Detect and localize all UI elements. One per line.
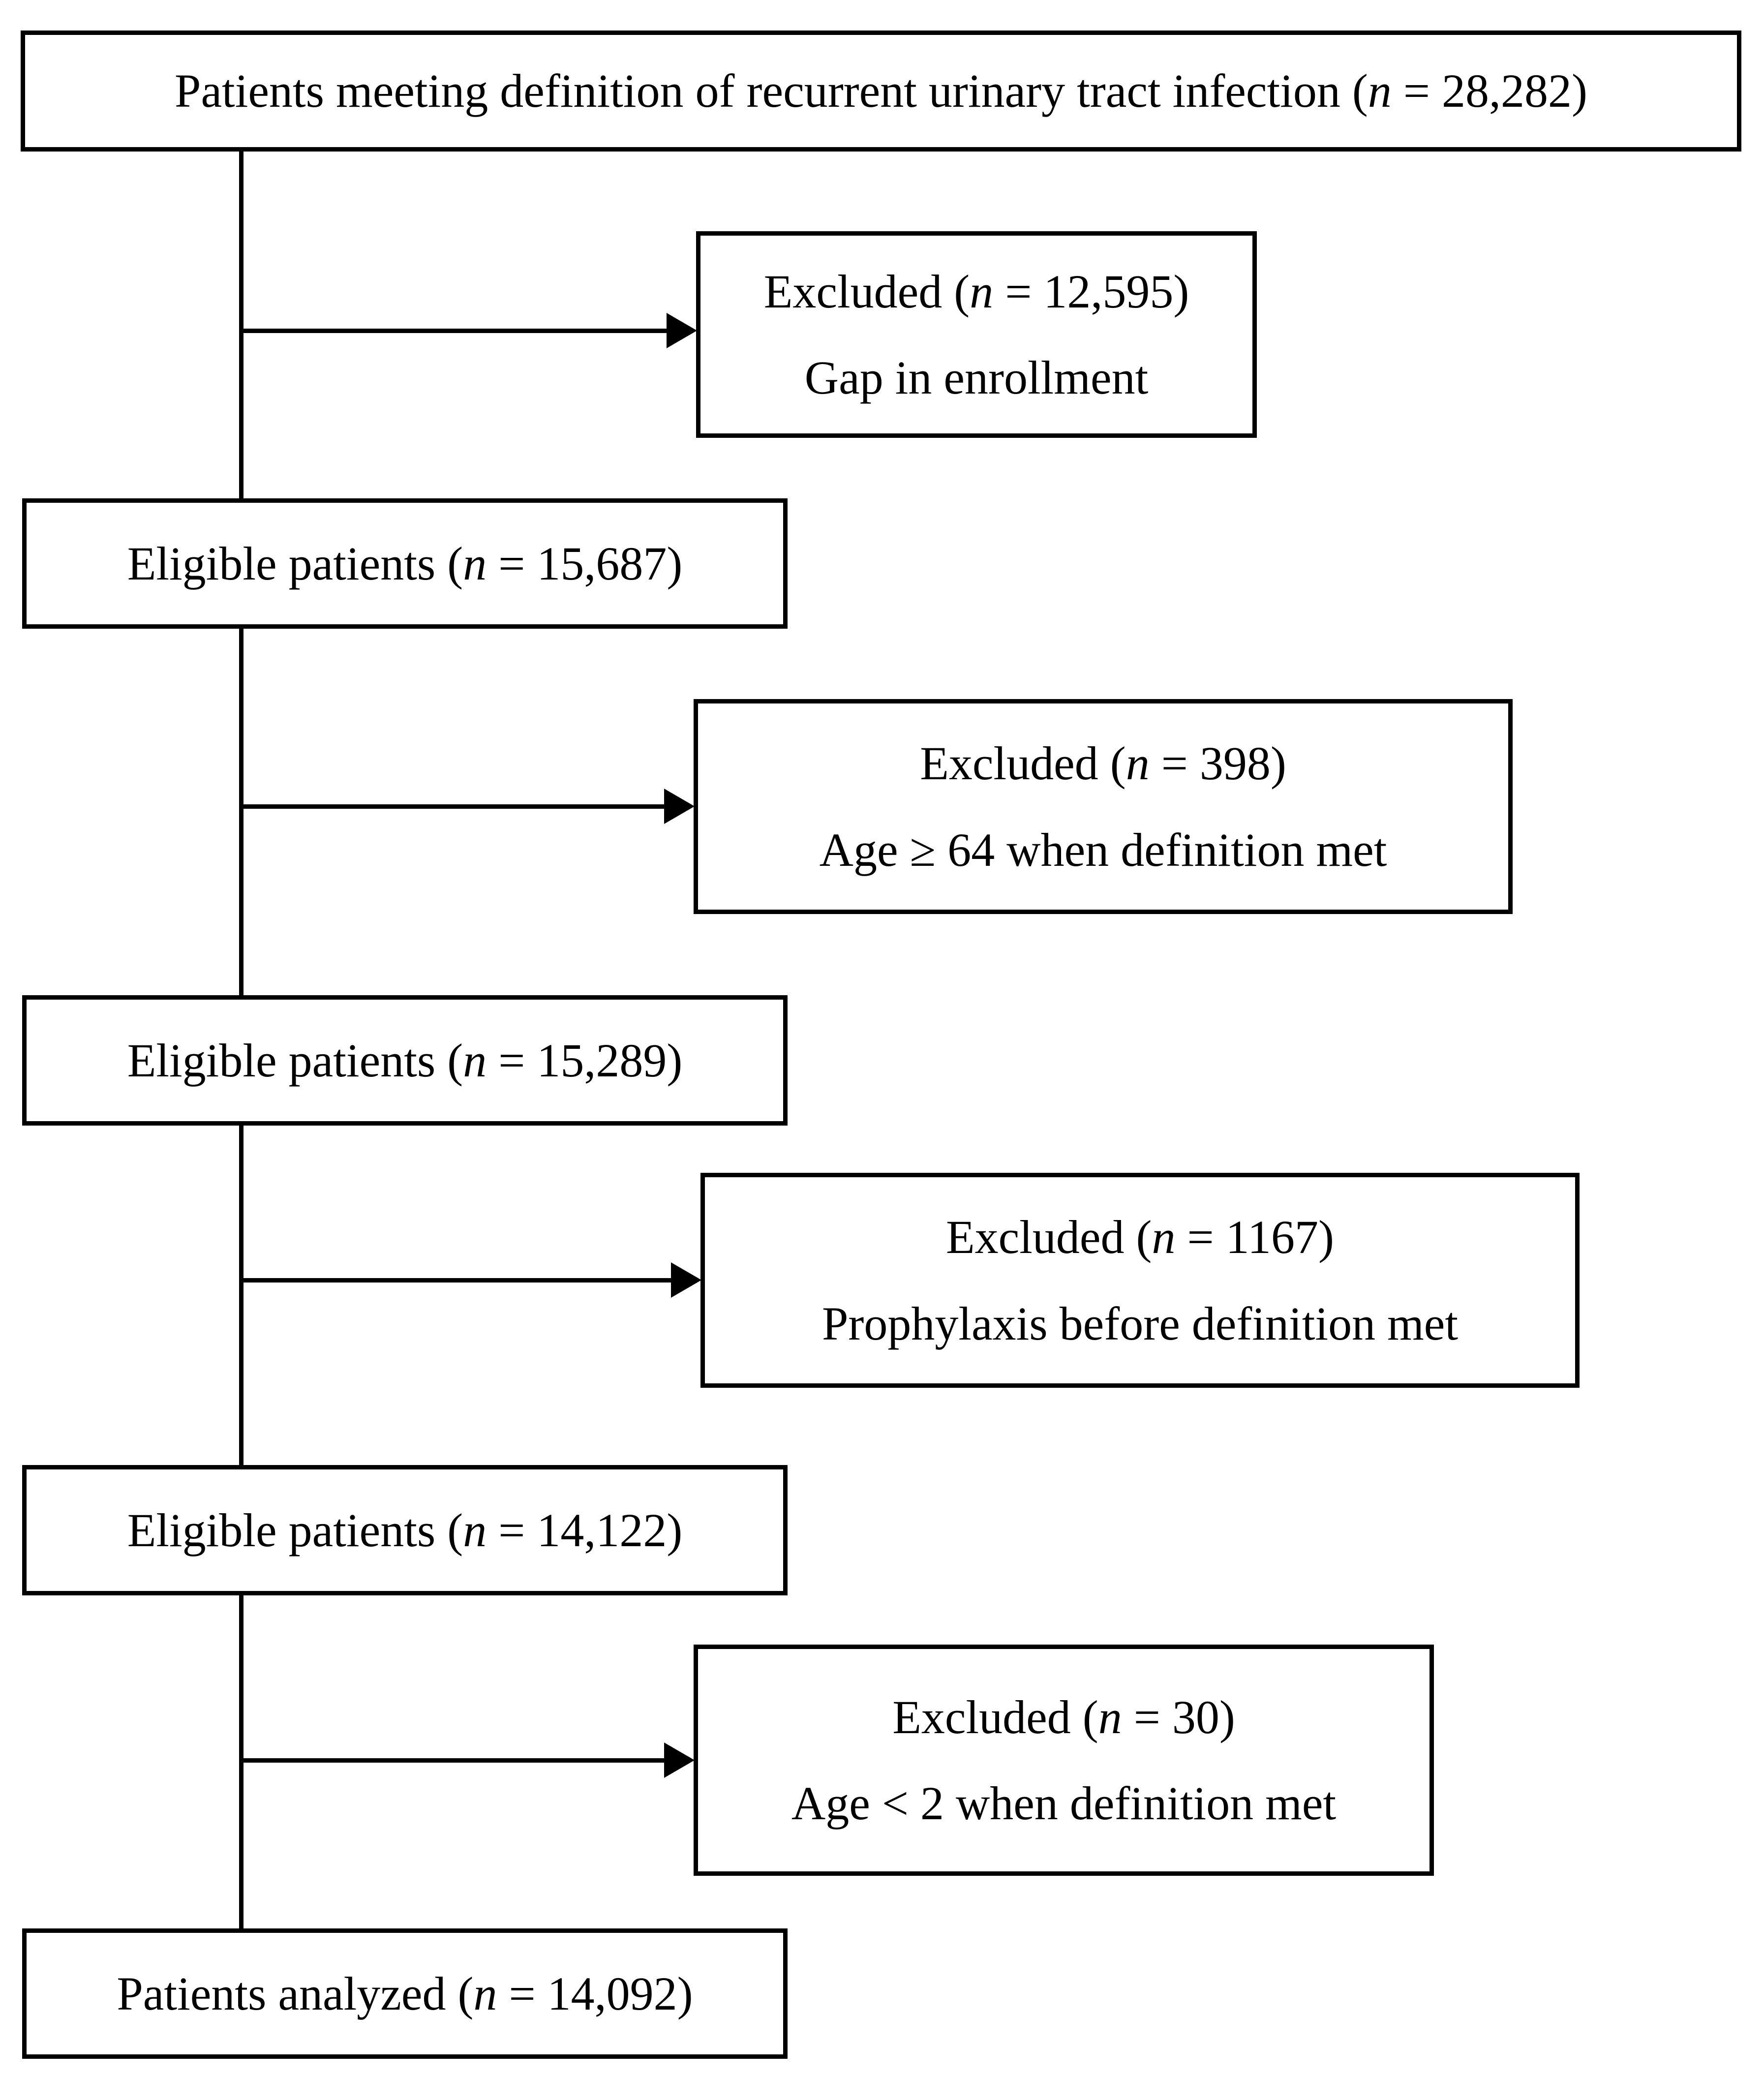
box-excluded-age-ge-64: Excluded (n = 398) Age ≥ 64 when definit… — [694, 699, 1513, 914]
arrow-3-right-arrowhead-icon — [671, 1262, 701, 1298]
arrow-4-line — [241, 1758, 664, 1763]
box-excluded-age-lt-2: Excluded (n = 30) Age < 2 when definitio… — [694, 1645, 1434, 1876]
eligible-count-text: Eligible patients (n = 14,122) — [127, 1501, 683, 1559]
excluded-count-text: Excluded (n = 12,595) — [764, 263, 1189, 320]
text-after-n: = 398) — [1149, 737, 1286, 790]
arrow-2-right-arrowhead-icon — [664, 789, 695, 824]
box-eligible-patients-14122: Eligible patients (n = 14,122) — [22, 1465, 788, 1595]
n-italic: n — [463, 537, 487, 590]
box-patients-analyzed: Patients analyzed (n = 14,092) — [22, 1928, 788, 2059]
box-excluded-gap-in-enrollment: Excluded (n = 12,595) Gap in enrollment — [696, 231, 1257, 438]
excluded-reason-text: Age < 2 when definition met — [791, 1777, 1337, 1830]
box-eligible-patients-15687: Eligible patients (n = 15,687) — [22, 498, 788, 629]
text-after-n: = 30) — [1122, 1690, 1235, 1743]
text-after-n: = 14,122) — [487, 1503, 683, 1557]
n-italic: n — [1125, 737, 1150, 790]
initial-cohort-text: Patients meeting definition of recurrent… — [175, 62, 1587, 120]
text-after-n: = 15,289) — [487, 1034, 683, 1087]
text-before-n: Excluded ( — [920, 737, 1126, 790]
n-italic: n — [463, 1034, 487, 1087]
n-italic: n — [1368, 64, 1392, 118]
eligible-count-text: Eligible patients (n = 15,289) — [127, 1032, 683, 1089]
text-before-n: Eligible patients ( — [127, 1503, 463, 1557]
n-italic: n — [1098, 1690, 1122, 1743]
excluded-count-text: Excluded (n = 1167) — [946, 1208, 1334, 1266]
arrow-1-right-arrowhead-icon — [667, 313, 697, 348]
arrow-3-line — [241, 1278, 672, 1283]
n-italic: n — [463, 1503, 487, 1557]
text-before-n: Eligible patients ( — [127, 537, 463, 590]
text-before-n: Excluded ( — [945, 1211, 1152, 1264]
text-after-n: = 14,092) — [497, 1967, 693, 2020]
excluded-reason-text: Gap in enrollment — [804, 351, 1149, 404]
text-after-n: = 1167) — [1175, 1211, 1335, 1264]
n-italic: n — [1152, 1211, 1176, 1264]
n-italic: n — [970, 265, 994, 318]
box-excluded-prophylaxis-before-definition: Excluded (n = 1167) Prophylaxis before d… — [700, 1173, 1580, 1388]
text-before-n: Patients analyzed ( — [117, 1967, 474, 2020]
excluded-count-text: Excluded (n = 398) — [920, 734, 1286, 792]
excluded-reason-text: Prophylaxis before definition met — [821, 1297, 1459, 1350]
text-before-n: Excluded ( — [763, 265, 970, 318]
arrow-1-line — [241, 329, 669, 333]
text-after-n: = 12,595) — [993, 265, 1189, 318]
excluded-count-text: Excluded (n = 30) — [892, 1688, 1235, 1746]
text-after-n: = 15,687) — [487, 537, 683, 590]
arrow-2-line — [241, 804, 664, 809]
eligible-count-text: Eligible patients (n = 15,687) — [127, 535, 683, 592]
n-italic: n — [473, 1967, 497, 2020]
analyzed-count-text: Patients analyzed (n = 14,092) — [117, 1965, 693, 2022]
text-before-n: Excluded ( — [892, 1690, 1098, 1743]
text-after-n: = 28,282) — [1391, 64, 1587, 118]
box-eligible-patients-15289: Eligible patients (n = 15,289) — [22, 995, 788, 1126]
box-initial-cohort: Patients meeting definition of recurrent… — [21, 31, 1741, 152]
excluded-reason-text: Age ≥ 64 when definition met — [819, 823, 1387, 876]
text-before-n: Patients meeting definition of recurrent… — [175, 64, 1368, 118]
text-before-n: Eligible patients ( — [127, 1034, 463, 1087]
arrow-4-right-arrowhead-icon — [664, 1742, 695, 1778]
